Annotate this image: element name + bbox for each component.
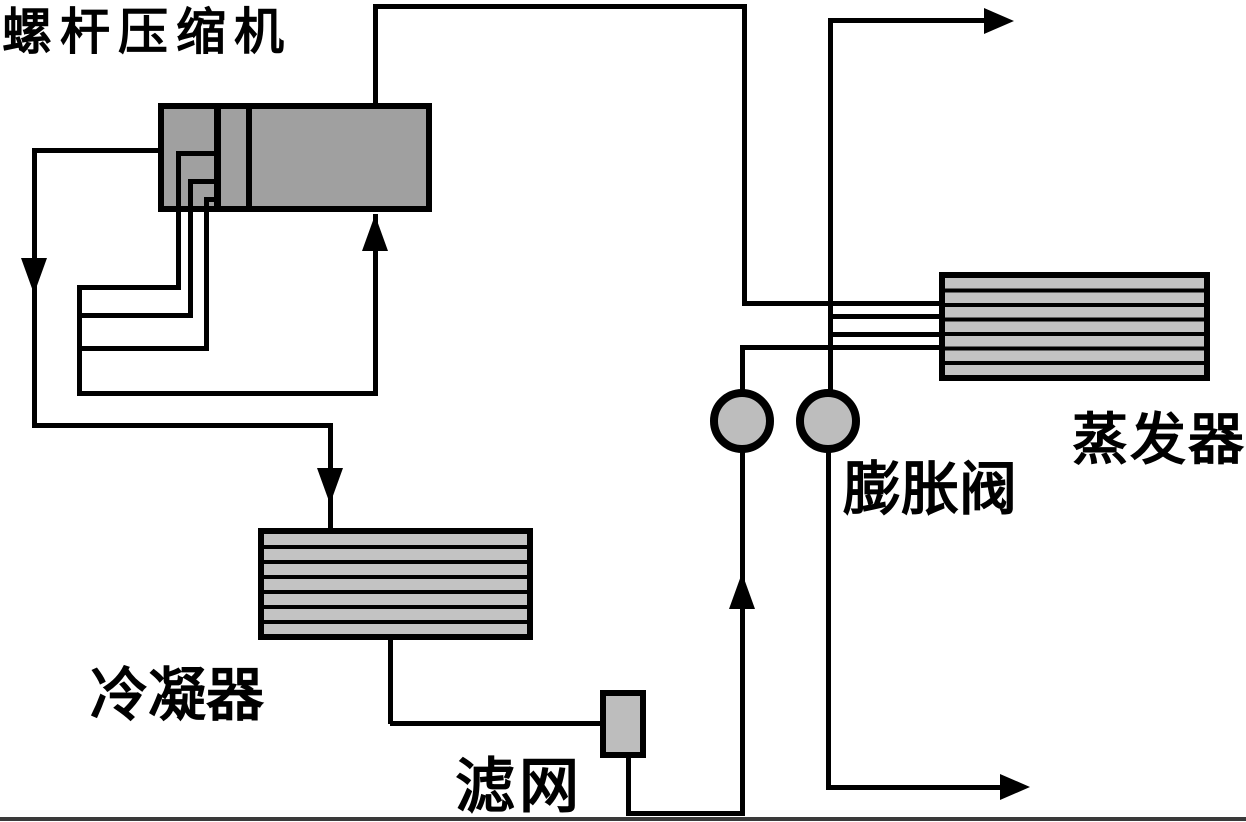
compressor-box <box>158 103 432 212</box>
pipe-valve1-stem-bottom <box>740 451 745 815</box>
pipe-return-bottom-h <box>77 391 378 396</box>
flow-arrow-right-top-icon <box>984 8 1014 34</box>
pipe-filter-left-h <box>390 721 603 726</box>
pipe-hook2-h <box>77 313 193 318</box>
compressor-divider-2 <box>246 108 252 207</box>
flow-arrow-up-liquid-icon <box>729 573 755 609</box>
pipe-filter-stub-v <box>626 755 631 813</box>
pipe-valve1-stem-top <box>740 345 745 395</box>
flow-arrow-down-condenser-icon <box>317 468 343 504</box>
pipe-valve2-stem-bottom <box>826 451 831 790</box>
evaporator-box <box>939 272 1210 381</box>
pipe-evap-line-2 <box>828 314 942 319</box>
compressor-step1-v <box>176 151 181 290</box>
pipe-condenser-bottom-v <box>388 638 393 724</box>
filter-box <box>600 690 646 758</box>
pipe-suction-riser-v <box>373 214 378 396</box>
compressor-step1-h <box>176 151 221 156</box>
compressor-divider-1 <box>214 108 221 207</box>
pipe-branch-right-v <box>828 18 833 392</box>
figure-bottom-rule <box>0 817 1246 821</box>
pipe-hook1-h <box>77 285 181 290</box>
pipe-hook3-h <box>77 346 209 351</box>
label-expansion-valve: 膨胀阀 <box>843 457 1018 522</box>
pipe-compressor-top-v <box>373 4 378 104</box>
label-condenser: 冷凝器 <box>90 663 265 728</box>
pipe-evap-line-3 <box>828 332 942 337</box>
label-evaporator: 蒸发器 <box>1072 410 1246 472</box>
pipe-discharge-h <box>32 148 160 153</box>
pipe-exit-bottom-h <box>826 785 1004 790</box>
pipe-hooks-left-v <box>77 285 82 396</box>
pipe-exit-top-h <box>830 18 990 23</box>
condenser-box <box>258 528 533 640</box>
expansion-valve-1 <box>710 389 774 453</box>
pipe-discharge-bottom-h <box>32 423 332 428</box>
label-filter: 滤网 <box>455 754 583 820</box>
flow-arrow-down-left-icon <box>21 258 47 294</box>
expansion-valve-2 <box>796 389 860 453</box>
compressor-step2-v <box>188 179 193 318</box>
flow-arrow-up-suction-icon <box>362 215 388 251</box>
pipe-suction-right-v <box>742 4 747 306</box>
pipe-filter-bottom-h <box>626 811 745 816</box>
pipe-evap-line-1 <box>742 301 942 306</box>
label-compressor: 螺杆压缩机 <box>2 4 292 60</box>
compressor-step2-h <box>188 179 221 184</box>
compressor-step3-h <box>204 197 221 202</box>
pipe-evap-line-4 <box>740 345 942 350</box>
flow-arrow-right-bottom-icon <box>1000 774 1030 800</box>
compressor-step3-v <box>204 197 209 351</box>
pipe-suction-top-h <box>373 4 747 9</box>
